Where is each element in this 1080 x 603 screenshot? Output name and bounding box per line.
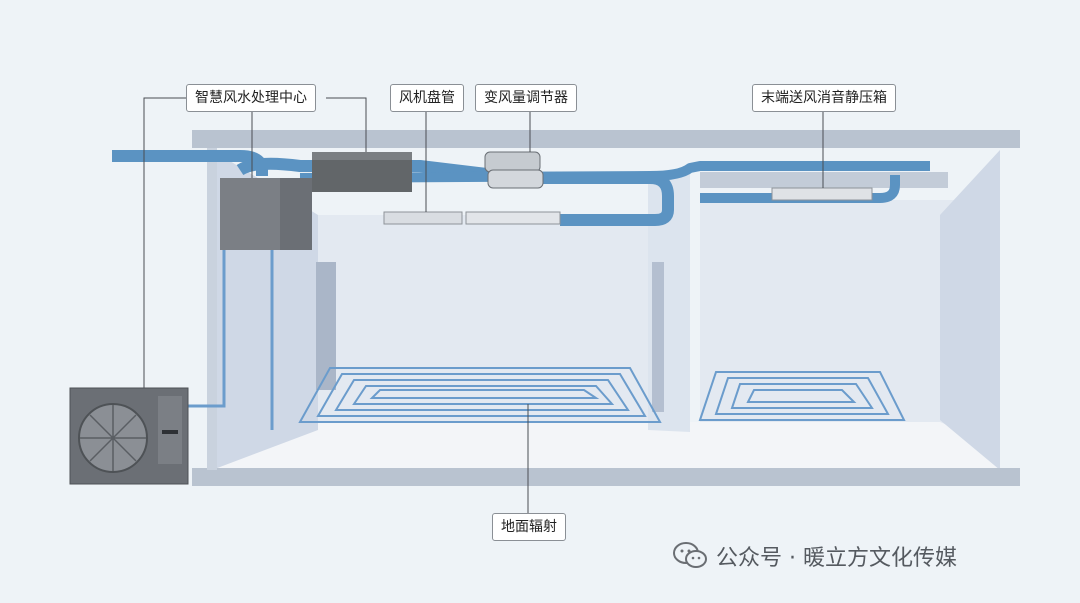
wechat-icon [673,542,707,568]
ceiling-slab [192,130,1020,148]
floor-heating-coil-left [298,367,662,423]
right-room-right-wall [940,150,1000,470]
supply-duct [236,157,674,226]
right-ceiling-step [700,172,948,188]
ceiling-diffuser-2 [465,211,561,225]
fan-coil-box-front [312,152,412,160]
ceiling-diffuser-1 [383,211,463,225]
left-door [316,262,336,390]
label-floor-radiant: 地面辐射 [492,513,566,541]
vav-regulator-bottom [487,169,544,189]
floor-slab [212,422,1000,468]
middle-door [652,262,664,412]
right-room-back-wall [700,200,1000,448]
label-vav-regulator: 变风量调节器 [475,84,577,112]
left-pillar [207,148,217,470]
right-branch-duct [700,175,900,203]
watermark-text: 公众号 · 暖立方文化传媒 [716,546,957,571]
left-room-back-wall [318,215,650,430]
plenum-box [771,187,873,201]
label-air-water-center: 智慧风水处理中心 [186,84,316,112]
watermark: 公众号 · 暖立方文化传媒 [672,540,957,572]
floor-edge-slab [192,468,1020,486]
refrigerant-pipe [185,250,226,408]
leader-center [143,97,367,388]
floor-heating-coil-right [698,371,906,421]
outdoor-unit-handle [162,430,178,434]
return-duct [299,161,930,183]
vav-regulator-top [484,151,541,173]
outdoor-unit-grill [80,405,146,471]
air-handling-unit-front [220,178,280,250]
label-fan-coil: 风机盘管 [390,84,464,112]
label-plenum-box: 末端送风消音静压箱 [752,84,896,112]
